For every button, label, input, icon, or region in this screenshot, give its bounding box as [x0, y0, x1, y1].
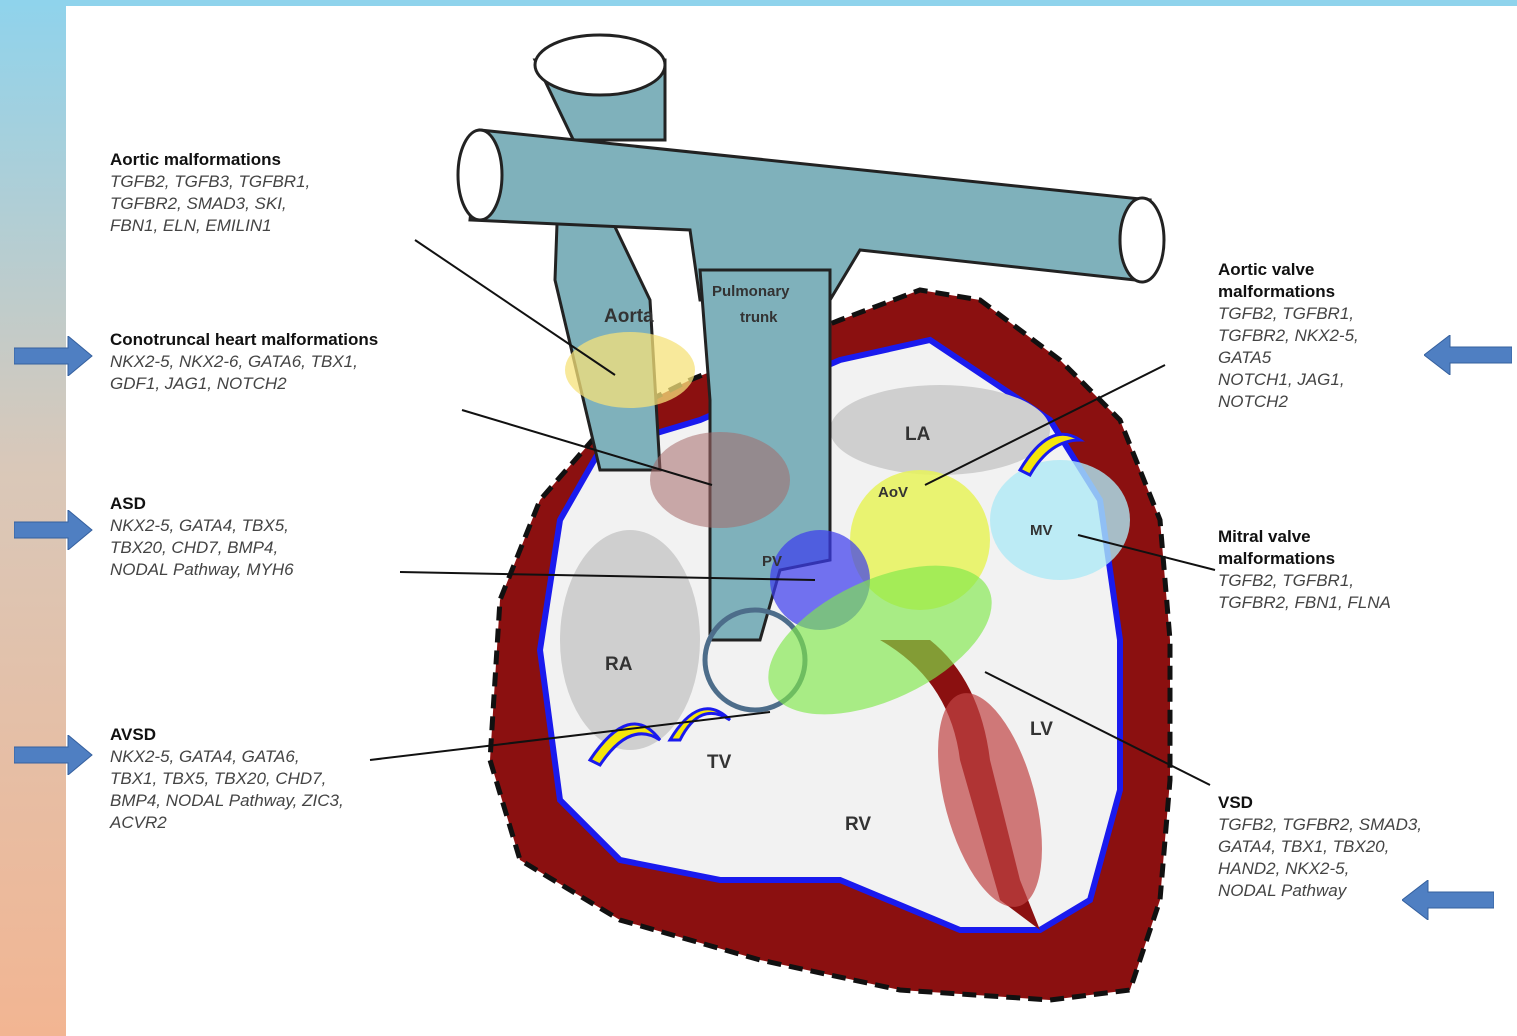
asd-genes-2: TBX20, CHD7, BMP4,: [110, 537, 294, 559]
mitral-valve-title-1: Mitral valve: [1218, 526, 1391, 548]
label-la: LA: [905, 424, 931, 445]
asd-genes-1: NKX2-5, GATA4, TBX5,: [110, 515, 294, 537]
mitral-valve-title-2: malformations: [1218, 548, 1391, 570]
arrow-right-icon: [14, 510, 94, 550]
aortic-malformations-title: Aortic malformations: [110, 149, 310, 171]
avsd-genes-3: BMP4, NODAL Pathway, ZIC3,: [110, 790, 344, 812]
outflow-highlight: [650, 432, 790, 528]
aortic-genes-2: TGFBR2, SMAD3, SKI,: [110, 193, 310, 215]
aortic-genes-3: FBN1, ELN, EMILIN1: [110, 215, 310, 237]
conotruncal-genes-2: GDF1, JAG1, NOTCH2: [110, 373, 378, 395]
conotruncal-genes-1: NKX2-5, NKX2-6, GATA6, TBX1,: [110, 351, 378, 373]
asd-block: ASD NKX2-5, GATA4, TBX5, TBX20, CHD7, BM…: [110, 493, 294, 581]
aortic-valve-title-1: Aortic valve: [1218, 259, 1359, 281]
label-pulmonary: Pulmonary: [712, 283, 790, 300]
aortic-valve-genes-4: NOTCH1, JAG1,: [1218, 369, 1359, 391]
label-ra: RA: [605, 654, 633, 675]
arrow-right-icon: [14, 735, 94, 775]
label-trunk: trunk: [740, 309, 778, 326]
aortic-valve-genes-5: NOTCH2: [1218, 391, 1359, 413]
conotruncal-title: Conotruncal heart malformations: [110, 329, 378, 351]
aortic-malformations-block: Aortic malformations TGFB2, TGFB3, TGFBR…: [110, 149, 310, 237]
avsd-block: AVSD NKX2-5, GATA4, GATA6, TBX1, TBX5, T…: [110, 724, 344, 834]
asd-title: ASD: [110, 493, 294, 515]
aorta-top-opening: [535, 35, 665, 95]
ra-shading: [560, 530, 700, 750]
vsd-title: VSD: [1218, 792, 1422, 814]
aortic-valve-genes-1: TGFB2, TGFBR1,: [1218, 303, 1359, 325]
label-aorta: Aorta: [604, 306, 654, 327]
vsd-genes-1: TGFB2, TGFBR2, SMAD3,: [1218, 814, 1422, 836]
arrow-right-icon: [14, 336, 94, 376]
aortic-genes-1: TGFB2, TGFB3, TGFBR1,: [110, 171, 310, 193]
asd-genes-3: NODAL Pathway, MYH6: [110, 559, 294, 581]
avsd-genes-1: NKX2-5, GATA4, GATA6,: [110, 746, 344, 768]
label-aov: AoV: [878, 484, 908, 501]
aorta-vessel: [535, 60, 665, 470]
right-arch-opening: [1120, 198, 1164, 282]
vsd-block: VSD TGFB2, TGFBR2, SMAD3, GATA4, TBX1, T…: [1218, 792, 1422, 902]
vsd-genes-2: GATA4, TBX1, TBX20,: [1218, 836, 1422, 858]
vsd-genes-3: HAND2, NKX2-5,: [1218, 858, 1422, 880]
aorta-highlight: [565, 332, 695, 408]
aortic-valve-block: Aortic valve malformations TGFB2, TGFBR1…: [1218, 259, 1359, 413]
vsd-genes-4: NODAL Pathway: [1218, 880, 1422, 902]
label-tv: TV: [707, 752, 732, 773]
aortic-valve-title-2: malformations: [1218, 281, 1359, 303]
mitral-highlight: [990, 460, 1130, 580]
diagram-canvas: Aorta Pulmonary trunk LA RA LV RV TV MV …: [66, 6, 1517, 1036]
mitral-valve-genes-2: TGFBR2, FBN1, FLNA: [1218, 592, 1391, 614]
mitral-valve-block: Mitral valve malformations TGFB2, TGFBR1…: [1218, 526, 1391, 614]
la-shading: [830, 385, 1050, 475]
mitral-valve-genes-1: TGFB2, TGFBR1,: [1218, 570, 1391, 592]
avsd-genes-4: ACVR2: [110, 812, 344, 834]
avsd-title: AVSD: [110, 724, 344, 746]
left-arch-opening: [458, 130, 502, 220]
arrow-left-icon: [1402, 880, 1494, 920]
conotruncal-block: Conotruncal heart malformations NKX2-5, …: [110, 329, 378, 395]
label-mv: MV: [1030, 522, 1053, 539]
label-rv: RV: [845, 814, 871, 835]
arrow-left-icon: [1424, 335, 1512, 375]
aortic-valve-genes-2: TGFBR2, NKX2-5,: [1218, 325, 1359, 347]
label-pv: PV: [762, 553, 782, 570]
aortic-valve-genes-3: GATA5: [1218, 347, 1359, 369]
label-lv: LV: [1030, 719, 1053, 740]
avsd-genes-2: TBX1, TBX5, TBX20, CHD7,: [110, 768, 344, 790]
